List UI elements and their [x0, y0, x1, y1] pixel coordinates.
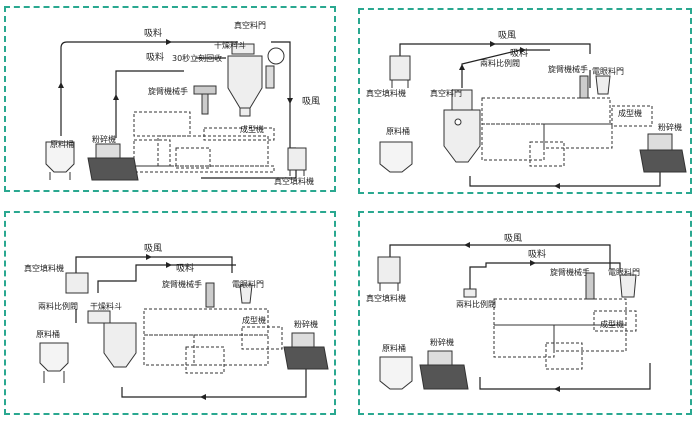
label-molding: 成型機 — [618, 109, 642, 118]
label-suction-top: 吸料 — [144, 29, 163, 39]
label-robot-arm: 旋臂機械手 — [162, 280, 202, 289]
label-blower: 吸風 — [504, 234, 523, 244]
label-dryer: 干燥料斗 — [90, 302, 122, 311]
label-raw-bin: 原料桶 — [382, 344, 406, 353]
label-raw-bin: 原料桶 — [36, 330, 60, 339]
label-molding: 成型機 — [242, 316, 266, 325]
label-suction: 吸料 — [510, 49, 529, 59]
label-blower: 吸風 — [498, 31, 517, 41]
label-vacuum-loader: 真空填料機 — [366, 294, 406, 303]
label-vacuum-door: 真空料門 — [430, 89, 462, 98]
label-robot-arm: 旋臂機械手 — [550, 268, 590, 277]
label-recycle: 30秒立刻回收 — [172, 54, 223, 63]
label-dryer: 干燥料斗 — [214, 41, 246, 50]
panel-dryer-ratio-valve: 真空填料機 吸風 吸料 兩料比例閥 干燥料斗 旋臂機械手 電眼料門 原料桶 成型… — [4, 211, 336, 415]
label-eye-door: 電眼料門 — [608, 268, 640, 277]
label-crusher: 粉碎機 — [658, 123, 682, 132]
label-vacuum-door: 真空料門 — [234, 21, 266, 30]
diagram-4 — [377, 242, 651, 392]
label-ratio-valve: 兩料比例閥 — [38, 302, 78, 311]
label-blower: 吸風 — [302, 97, 321, 107]
label-vacuum-loader: 真空填料機 — [274, 177, 314, 186]
label-raw-bin: 原料桶 — [386, 127, 410, 136]
panel-eye-door-ratio-valve: 吸風 吸料 旋臂機械手 電眼料門 真空填料機 兩料比例閥 粉碎機 原料桶 成型機 — [358, 211, 692, 415]
label-vacuum-loader: 真空填料機 — [24, 264, 64, 273]
label-vacuum-loader: 真空填料機 — [366, 89, 406, 98]
diagram-2 — [379, 41, 687, 189]
label-suction: 吸料 — [528, 250, 547, 260]
label-suction: 吸料 — [176, 264, 195, 274]
label-eye-door: 電眼料門 — [592, 67, 624, 76]
label-molding: 成型機 — [240, 125, 264, 134]
label-raw-bin: 原料桶 — [50, 140, 74, 149]
label-crusher: 粉碎機 — [430, 338, 454, 347]
label-suction-mid: 吸料 — [146, 53, 165, 63]
diagram-3 — [39, 254, 329, 400]
label-blower: 吸風 — [144, 244, 163, 254]
panel-ratio-valve-eye-door: 吸風 吸料 兩料比例閥 旋臂機械手 電眼料門 真空填料機 真空料門 原料桶 成型… — [358, 8, 692, 194]
label-eye-door: 電眼料門 — [232, 280, 264, 289]
label-robot-arm: 旋臂機械手 — [548, 65, 588, 74]
label-crusher: 粉碎機 — [92, 135, 116, 144]
panel-dryer-recycle: 吸料 吸料 真空料門 干燥料斗 30秒立刻回收 旋臂機械手 吸風 原料桶 粉碎機… — [4, 6, 336, 192]
label-ratio-valve: 兩料比例閥 — [480, 59, 520, 68]
diagram-1 — [45, 39, 307, 181]
label-robot-arm: 旋臂機械手 — [148, 87, 188, 96]
label-molding: 成型機 — [600, 320, 624, 329]
label-ratio-valve: 兩料比例閥 — [456, 300, 496, 309]
label-crusher: 粉碎機 — [294, 320, 318, 329]
